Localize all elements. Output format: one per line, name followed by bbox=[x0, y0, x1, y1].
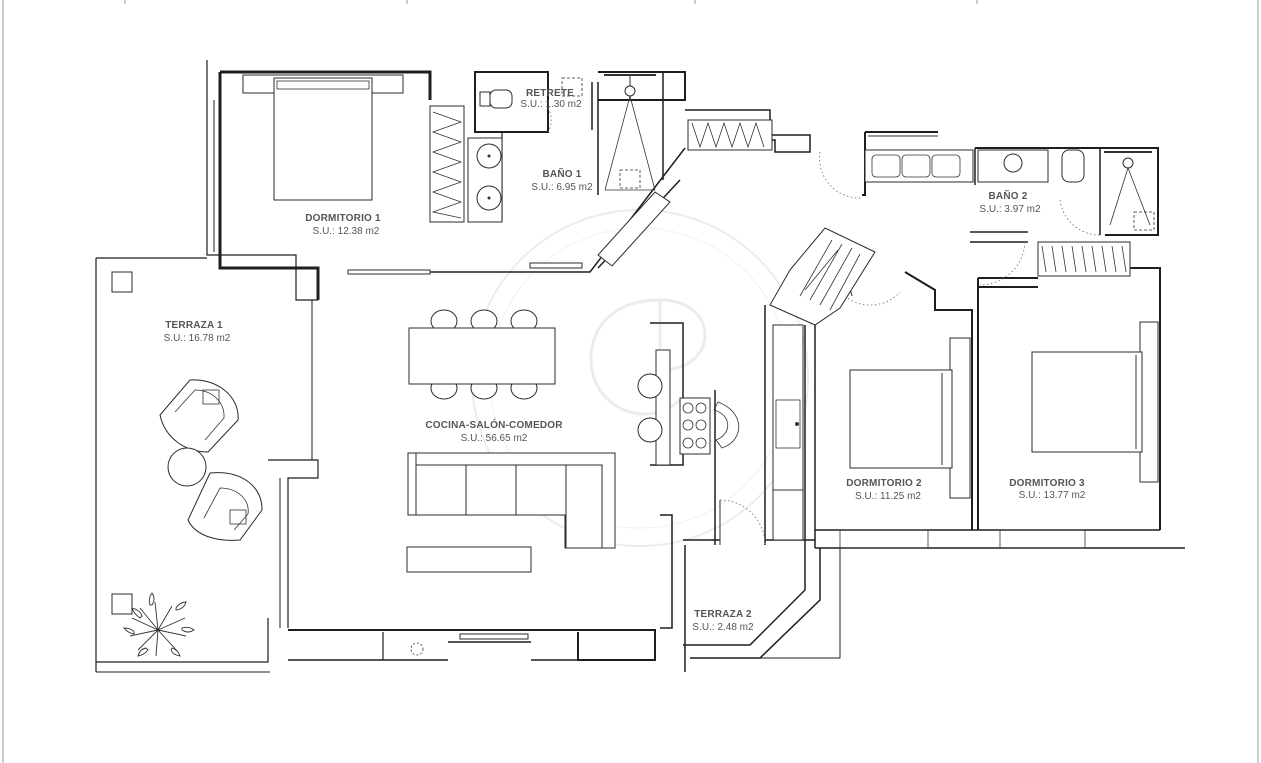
wardrobe-icon bbox=[1037, 241, 1131, 277]
toilet-icon bbox=[1061, 149, 1085, 183]
room-name-bano2: BAÑO 2 bbox=[989, 189, 1028, 202]
room-area-bano1: S.U.: 6.95 m2 bbox=[531, 182, 593, 193]
room-name-terraza1: TERRAZA 1 bbox=[165, 320, 223, 331]
room-name-dormitorio1: DORMITORIO 1 bbox=[305, 213, 381, 224]
room-name-bano1: BAÑO 1 bbox=[543, 167, 582, 180]
sink-icon bbox=[977, 149, 1049, 183]
sofa-icon bbox=[407, 452, 616, 549]
wardrobe-icon bbox=[597, 191, 671, 267]
room-name-cocina: COCINA-SALÓN-COMEDOR bbox=[425, 418, 563, 431]
room-name-terraza2: TERRAZA 2 bbox=[694, 609, 752, 620]
room-labels: DORMITORIO 1 S.U.: 12.38 m2 RETRETE S.U.… bbox=[164, 88, 1086, 633]
bed-icon bbox=[849, 337, 971, 499]
wardrobe-icon bbox=[429, 105, 465, 223]
bathtub-icon bbox=[864, 135, 974, 183]
wardrobe-icon bbox=[769, 227, 876, 326]
plant-icon bbox=[123, 592, 195, 657]
room-name-dormitorio2: DORMITORIO 2 bbox=[846, 478, 922, 489]
toilet-icon bbox=[479, 89, 513, 109]
room-area-dormitorio2: S.U.: 11.25 m2 bbox=[855, 491, 921, 502]
sink-icon bbox=[772, 324, 804, 541]
door-swing-icon bbox=[547, 107, 1101, 546]
shower-icon bbox=[604, 74, 656, 191]
drain-icon bbox=[410, 642, 424, 656]
dining-table-icon bbox=[408, 309, 556, 400]
room-area-dormitorio1: S.U.: 12.38 m2 bbox=[313, 226, 380, 237]
room-area-retrete: S.U.: 1.30 m2 bbox=[520, 99, 582, 110]
bed-icon bbox=[1031, 321, 1159, 483]
room-area-bano2: S.U.: 3.97 m2 bbox=[979, 204, 1041, 215]
shower-icon bbox=[1104, 151, 1155, 231]
armchair-icon bbox=[111, 271, 263, 615]
window-sills bbox=[839, 529, 1086, 549]
cooktop-icon bbox=[679, 397, 740, 455]
room-area-dormitorio3: S.U.: 13.77 m2 bbox=[1019, 490, 1086, 501]
room-area-terraza2: S.U.: 2.48 m2 bbox=[692, 622, 754, 633]
wardrobe-icon bbox=[687, 119, 773, 151]
sink-icon bbox=[467, 137, 503, 223]
coffee-table bbox=[406, 546, 532, 573]
room-area-terraza1: S.U.: 16.78 m2 bbox=[164, 333, 231, 344]
room-name-dormitorio3: DORMITORIO 3 bbox=[1009, 478, 1085, 489]
bed-icon bbox=[242, 74, 404, 201]
room-name-retrete: RETRETE bbox=[526, 88, 574, 99]
walls bbox=[95, 60, 1185, 673]
room-area-cocina: S.U.: 56.65 m2 bbox=[461, 433, 528, 444]
bar-stools bbox=[637, 349, 671, 466]
